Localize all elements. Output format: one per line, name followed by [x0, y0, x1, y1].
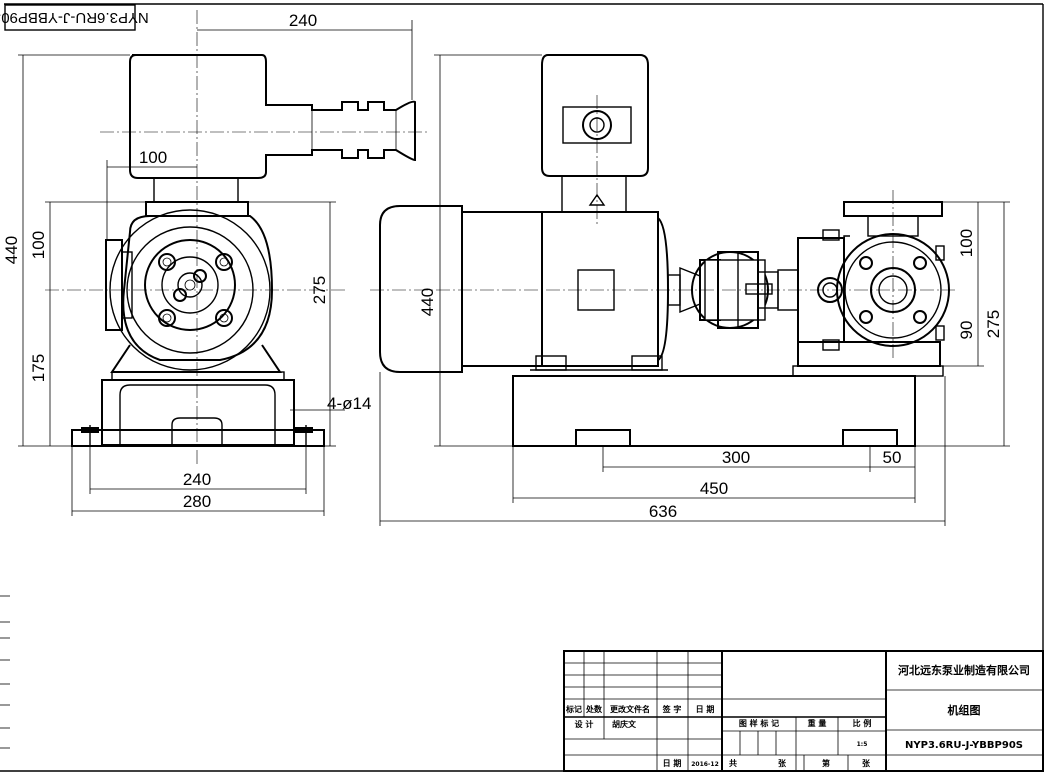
dim-upper: 100 [29, 231, 48, 259]
dim-bolt-spacing: 300 [722, 448, 750, 467]
tb-design: 设 计 [575, 719, 594, 729]
dim-front-upper: 100 [957, 229, 976, 257]
side-view [45, 10, 430, 465]
tb-stage-mark: 图 样 标 记 [739, 718, 779, 728]
dim-base-inner: 240 [183, 470, 211, 489]
side-view-dimensions: 240 100 440 100 175 275 4-ø14 240 280 [2, 11, 413, 516]
tb-model: NYP3.6RU-J-YBBP90S [905, 740, 1023, 751]
dim-offset: 100 [139, 148, 167, 167]
sheet-border [0, 3, 1044, 772]
dim-base-length: 450 [700, 479, 728, 498]
tb-company: 河北远东泵业制造有限公司 [898, 663, 1030, 677]
tb-date: 日 期 [696, 704, 715, 714]
dim-bolt-offset: 50 [883, 448, 902, 467]
front-view [370, 54, 955, 447]
tb-change-doc: 更改文件名 [610, 704, 650, 714]
dim-front-flange-height: 275 [984, 310, 1003, 338]
tb-drawing-title: 机组图 [948, 703, 981, 717]
tb-date-value: 2016-12 [691, 761, 719, 768]
tb-sheet: 张 [778, 759, 787, 768]
dim-height-total: 440 [2, 236, 21, 264]
dim-overall-length: 636 [649, 502, 677, 521]
tb-number: 第 [822, 758, 830, 768]
tb-total: 共 [729, 758, 737, 768]
model-stamp: NYP3.6RU-J-YBBP90S [0, 4, 149, 31]
casing-bolts [158, 253, 233, 327]
dim-holes: 4-ø14 [327, 394, 371, 413]
tb-signature: 签 字 [662, 704, 682, 714]
tb-weight: 重 量 [808, 718, 827, 728]
dim-front-height-total: 440 [418, 288, 437, 316]
tb-date2: 日 期 [663, 758, 682, 768]
model-stamp-text: NYP3.6RU-J-YBBP90S [0, 9, 149, 26]
dim-flange-height: 275 [310, 276, 329, 304]
tb-mark: 标记 [565, 704, 582, 714]
tb-scale: 比 例 [853, 718, 872, 728]
dim-top-width: 240 [289, 11, 317, 30]
tb-scale-value: 1:5 [857, 741, 868, 748]
tb-sheet2: 张 [862, 759, 871, 768]
pump-flange-bolts [859, 256, 927, 324]
dim-base-outer: 280 [183, 492, 211, 511]
dim-lower: 175 [29, 354, 48, 382]
title-block: 标记 处数 更改文件名 签 字 日 期 设 计 胡庆文 日 期 2016-12 … [563, 650, 1044, 772]
front-view-dimensions: 440 100 90 275 300 50 450 636 [379, 54, 1010, 526]
tb-designer: 胡庆文 [612, 719, 637, 729]
dim-front-lower: 90 [957, 321, 976, 340]
tb-count: 处数 [585, 704, 603, 714]
